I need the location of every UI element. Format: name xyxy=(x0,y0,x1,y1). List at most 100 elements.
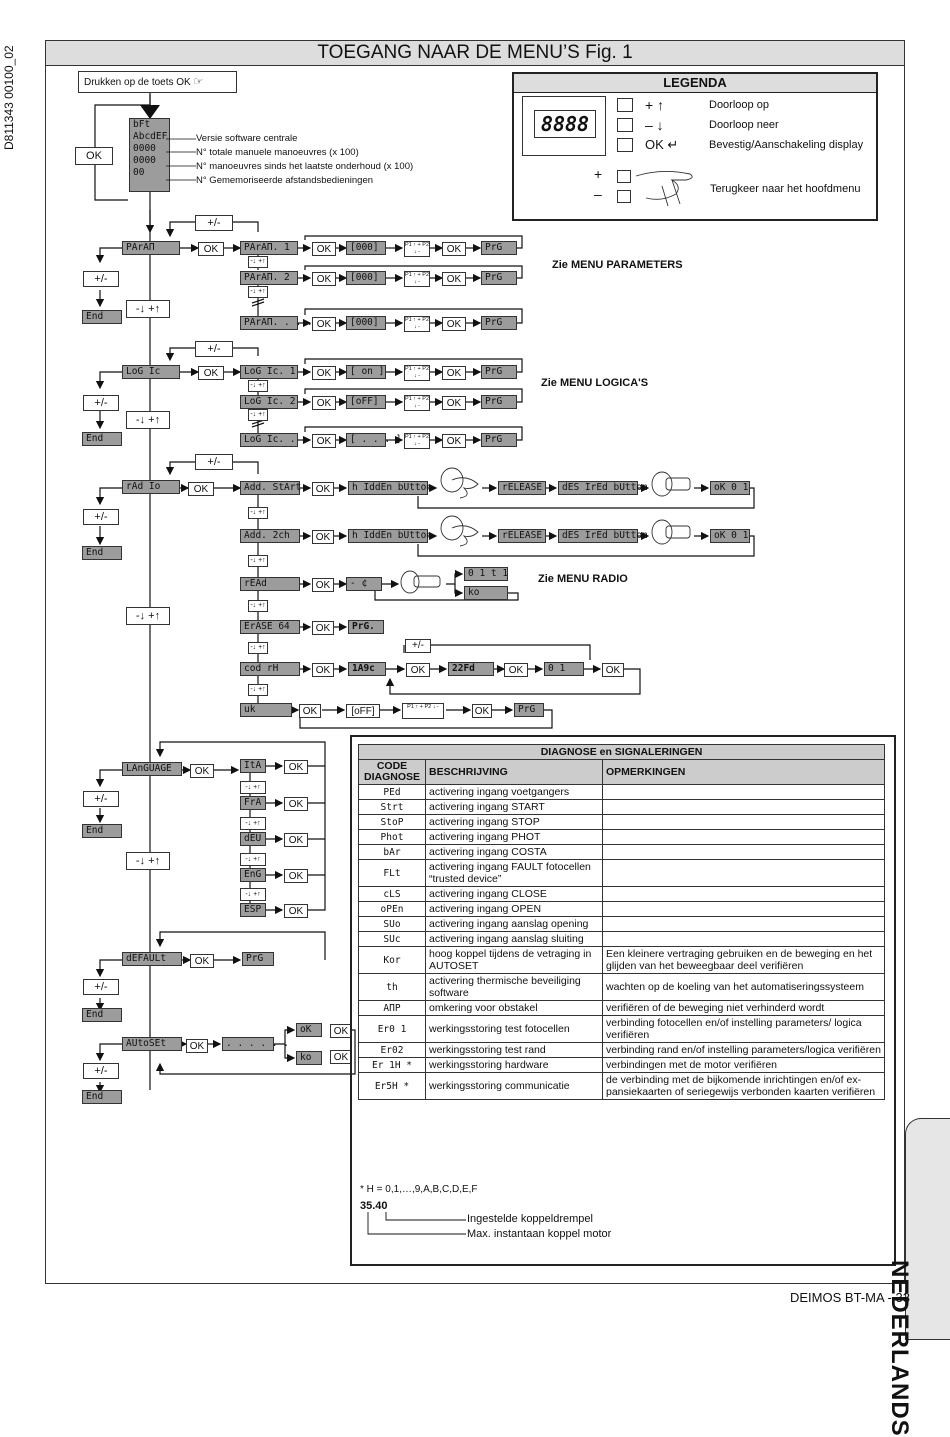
language-eng[interactable]: EnG xyxy=(240,868,266,882)
param-row3-ok2[interactable]: OK xyxy=(442,317,466,331)
language-deu-ok[interactable]: OK xyxy=(284,833,308,847)
language-esp-ok[interactable]: OK xyxy=(284,904,308,918)
language-deu[interactable]: dEU xyxy=(240,832,266,846)
default-pm-left[interactable]: +/- xyxy=(83,979,119,995)
erase-ok[interactable]: OK xyxy=(312,621,334,635)
uk-ok2[interactable]: OK xyxy=(472,704,492,718)
logic-end[interactable]: End xyxy=(82,432,122,446)
menu-default[interactable]: dEFAULt xyxy=(122,952,182,966)
param-row3-ok[interactable]: OK xyxy=(312,317,336,331)
radio-cod-rh[interactable]: cod rH xyxy=(240,662,300,676)
radio-pm-top[interactable]: +/- xyxy=(195,454,233,470)
param-end[interactable]: End xyxy=(82,310,122,324)
legend-key-up[interactable] xyxy=(617,98,633,112)
logic-row2-ok2[interactable]: OK xyxy=(442,396,466,410)
codrh-ok-4[interactable]: OK xyxy=(602,663,624,677)
language-updown-main[interactable]: -↓ +↑ xyxy=(126,852,170,870)
diagnose-remark xyxy=(602,886,885,902)
legend-key-plus[interactable] xyxy=(617,170,631,183)
param-updown-main[interactable]: -↓ +↑ xyxy=(126,300,170,318)
radio-add-start[interactable]: Add. StArt xyxy=(240,481,301,495)
language-fra-ok[interactable]: OK xyxy=(284,797,308,811)
default-ok[interactable]: OK xyxy=(190,954,214,968)
language-pm-left[interactable]: +/- xyxy=(83,791,119,807)
ok-button-main[interactable]: OK xyxy=(75,147,113,165)
logic-row3-p1p2[interactable]: P1 ↑ + P2 ↓ - xyxy=(404,433,430,449)
logic-item-1[interactable]: LoG Ic. 1 xyxy=(240,365,298,379)
radio-uk[interactable]: uk xyxy=(240,703,292,717)
language-esp[interactable]: ESP xyxy=(240,903,266,917)
param-row2-ok[interactable]: OK xyxy=(312,272,336,286)
menu-autoset[interactable]: AUtoSEt xyxy=(122,1037,182,1051)
language-ita-ok[interactable]: OK xyxy=(284,760,308,774)
menu-radio[interactable]: rAd Io xyxy=(122,480,180,494)
legend-plus-symbol: + xyxy=(594,166,603,182)
codrh-pm[interactable]: +/- xyxy=(405,639,431,653)
autoset-pm-left[interactable]: +/- xyxy=(83,1063,119,1079)
menu-language[interactable]: LAnGUAGE xyxy=(122,762,182,776)
logic-updown-main[interactable]: -↓ +↑ xyxy=(126,411,170,429)
param-ok[interactable]: OK xyxy=(198,242,224,256)
codrh-ok-3[interactable]: OK xyxy=(504,663,528,677)
logic-ok[interactable]: OK xyxy=(198,366,224,380)
param-pm-top[interactable]: +/- xyxy=(195,215,233,231)
read-result-ko: ko xyxy=(464,586,508,600)
param-row2-ok2[interactable]: OK xyxy=(442,272,466,286)
param-row2-p1p2[interactable]: P1 ↑ + P2 ↓ - xyxy=(404,271,430,287)
codrh-ok-2[interactable]: OK xyxy=(406,663,430,677)
uk-p1p2[interactable]: P1 ↑ + P2 ↓ - xyxy=(402,703,444,719)
param-item-2[interactable]: PArAП. 2 xyxy=(240,271,298,285)
logic-pm-top[interactable]: +/- xyxy=(195,341,233,357)
radio-add-2ch[interactable]: Add. 2ch xyxy=(240,529,300,543)
param-pm-left[interactable]: +/- xyxy=(83,271,119,287)
legend-key-ok[interactable] xyxy=(617,138,633,152)
radio-end[interactable]: End xyxy=(82,546,122,560)
addstart-ok[interactable]: OK xyxy=(312,482,334,496)
diagnose-code: Er5H * xyxy=(358,1072,426,1100)
autoset-ok-after-ok[interactable]: OK xyxy=(330,1024,352,1038)
language-fra[interactable]: FrA xyxy=(240,796,266,810)
autoset-ok-after-ko[interactable]: OK xyxy=(330,1050,352,1064)
param-row1-p1p2[interactable]: P1 ↑ + P2 ↓ - xyxy=(404,241,430,257)
logic-row2-ok[interactable]: OK xyxy=(312,396,336,410)
logic-row1-ok[interactable]: OK xyxy=(312,366,336,380)
param-item-n[interactable]: PArAП. . . . xyxy=(240,316,313,330)
menu-param[interactable]: PArAП xyxy=(122,241,180,255)
radio-updown-main[interactable]: -↓ +↑ xyxy=(126,607,170,625)
logic-row3-ok[interactable]: OK xyxy=(312,434,336,448)
logic-row2-p1p2[interactable]: P1 ↑ + P2 ↓ - xyxy=(404,395,430,411)
legend-key-down[interactable] xyxy=(617,118,633,132)
radio-erase64[interactable]: ErASE 64 xyxy=(240,620,300,634)
menu-logic[interactable]: LoG Ic xyxy=(122,365,180,379)
codrh-ok[interactable]: OK xyxy=(312,663,334,677)
legend-display-digits: 8888 xyxy=(534,110,596,138)
param-row1-ok[interactable]: OK xyxy=(312,242,336,256)
param-item-1[interactable]: PArAП. 1 xyxy=(240,241,298,255)
diagnose-remark xyxy=(602,859,885,887)
autoset-ok[interactable]: OK xyxy=(186,1039,208,1053)
language-ita[interactable]: ItA xyxy=(240,759,266,773)
param-row1-ok2[interactable]: OK xyxy=(442,242,466,256)
logic-row3-ok2[interactable]: OK xyxy=(442,434,466,448)
logic-item-2[interactable]: LoG Ic. 2 xyxy=(240,395,298,409)
logic-row1-ok2[interactable]: OK xyxy=(442,366,466,380)
logic-row1-p1p2[interactable]: P1 ↑ + P2 ↓ - xyxy=(404,365,430,381)
add2ch-ok[interactable]: OK xyxy=(312,530,334,544)
radio-updown-3: -↓ +↑ xyxy=(248,600,268,612)
language-eng-ok[interactable]: OK xyxy=(284,869,308,883)
uk-ok[interactable]: OK xyxy=(299,704,321,718)
legend-key-minus[interactable] xyxy=(617,190,631,203)
torque-set-label: Ingestelde koppeldrempel xyxy=(467,1213,593,1225)
param-row3-p1p2[interactable]: P1 ↑ + P2 ↓ - xyxy=(404,316,430,332)
language-end[interactable]: End xyxy=(82,824,122,838)
radio-read[interactable]: rEAd xyxy=(240,577,300,591)
logic-item-n[interactable]: LoG Ic. . . . xyxy=(240,433,318,447)
radio-pm-left[interactable]: +/- xyxy=(83,509,119,525)
radio-ok[interactable]: OK xyxy=(188,482,214,496)
default-end[interactable]: End xyxy=(82,1008,122,1022)
autoset-end[interactable]: End xyxy=(82,1090,122,1104)
logic-pm-left[interactable]: +/- xyxy=(83,395,119,411)
language-ok[interactable]: OK xyxy=(190,764,214,778)
read-ok[interactable]: OK xyxy=(312,578,334,592)
